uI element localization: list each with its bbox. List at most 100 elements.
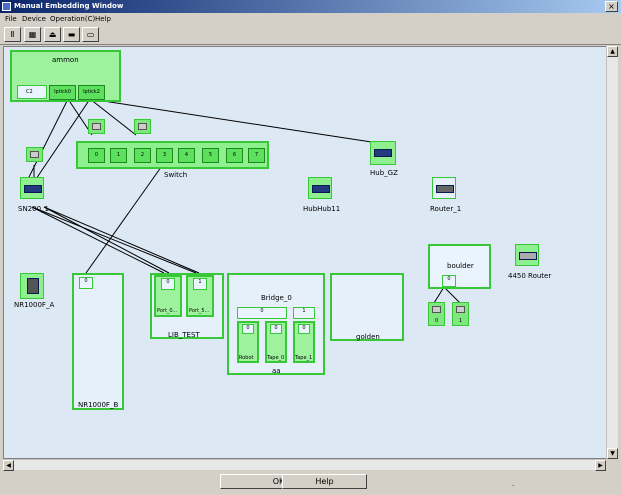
lib-test-slot-1[interactable]: 1 Port_5...: [186, 275, 214, 317]
device-icon: [92, 123, 101, 130]
status-text: .: [512, 480, 515, 488]
hub-icon[interactable]: ▭: [82, 27, 99, 42]
router-icon: [436, 185, 454, 193]
hubhub11-label: HubHub11: [303, 205, 341, 213]
grid-icon[interactable]: ▦: [24, 27, 41, 42]
lib-test-label: LIB_TEST: [168, 331, 200, 339]
port-label: C2: [26, 89, 33, 95]
switch-port-6[interactable]: 6: [226, 148, 243, 163]
boulder-child-0[interactable]: 0: [428, 302, 445, 326]
lib-test-port-1[interactable]: 1: [193, 278, 207, 290]
aa-port-tape1[interactable]: 0: [298, 324, 310, 334]
ammon-port-iptick2[interactable]: Iptick2: [78, 85, 105, 100]
lib-test-slot-0[interactable]: 0 Port_0...: [154, 275, 182, 317]
node-ammon[interactable]: ammon C2 Iptick0 Iptick2: [10, 50, 121, 102]
node-nr1000f-b[interactable]: 0 NR1000F_B: [72, 273, 124, 410]
scroll-left-icon[interactable]: ◀: [3, 460, 14, 471]
menu-file[interactable]: File: [5, 15, 17, 23]
vertical-scrollbar[interactable]: ▲ ▼: [606, 46, 618, 459]
aa-port-robot[interactable]: 0: [242, 324, 254, 334]
router-icon: [519, 252, 537, 260]
embedding-canvas[interactable]: ammon C2 Iptick0 Iptick2 0 1 2 3 4 5 6 7…: [3, 46, 614, 459]
eject-icon[interactable]: ⏏: [44, 27, 61, 42]
app-icon: [2, 2, 11, 11]
help-button[interactable]: Help: [282, 474, 367, 489]
menu-device[interactable]: Device: [22, 15, 46, 23]
node-sn200[interactable]: [20, 177, 44, 199]
switch-port-0[interactable]: 0: [88, 148, 105, 163]
switch-port-3[interactable]: 3: [156, 148, 173, 163]
lib-test-port-0[interactable]: 0: [161, 278, 175, 290]
menu-help[interactable]: Help: [95, 15, 111, 23]
hub-icon: [374, 149, 392, 157]
close-button[interactable]: ×: [605, 1, 618, 12]
switch-port-5[interactable]: 5: [202, 148, 219, 163]
window-title: Manual Embedding Window: [14, 2, 124, 10]
switch-icon: [24, 185, 42, 193]
router4450-label: 4450 Router: [508, 272, 552, 280]
horizontal-scrollbar[interactable]: ◀ ▶: [3, 459, 606, 471]
nr1000f-b-label: NR1000F_B: [78, 401, 119, 409]
nr1000f-b-port-0[interactable]: 0: [79, 277, 93, 289]
nr1000f-a-label: NR1000F_A: [14, 301, 55, 309]
device-icon[interactable]: ▬: [63, 27, 80, 42]
hub-icon: [312, 185, 330, 193]
bridge-port-0[interactable]: 0: [237, 307, 287, 319]
node-lib-test[interactable]: 0 Port_0... 1 Port_5... LIB_TEST: [150, 273, 224, 339]
switch-port-4[interactable]: 4: [178, 148, 195, 163]
port-label: 1: [459, 318, 463, 324]
aa-device-tape0: Tape_0: [267, 355, 285, 361]
device-icon: [456, 306, 465, 313]
node-small-b[interactable]: [134, 119, 151, 134]
menu-operation[interactable]: Operation(C): [50, 15, 96, 23]
connection-lines: [27, 98, 461, 304]
port-label: Iptick2: [83, 89, 100, 95]
scroll-up-icon[interactable]: ▲: [607, 46, 618, 57]
node-small-c[interactable]: [26, 147, 43, 162]
node-boulder[interactable]: boulder 0: [428, 244, 491, 289]
device-icon: [432, 306, 441, 313]
ammon-port-c2[interactable]: C2: [17, 85, 47, 99]
switch-port-7[interactable]: 7: [248, 148, 265, 163]
boulder-port-0[interactable]: 0: [442, 275, 456, 287]
boulder-child-1[interactable]: 1: [452, 302, 469, 326]
bridge-label: Bridge_0: [261, 294, 292, 302]
bridge-port-1[interactable]: 1: [293, 307, 315, 319]
golden-label: golden: [356, 333, 380, 341]
pause-icon[interactable]: Ⅱ: [4, 27, 21, 42]
aa-device-robot: Robot: [239, 355, 254, 361]
router-1-label: Router_1: [430, 205, 462, 213]
port-label: Iptick0: [54, 89, 71, 95]
switch-port-2[interactable]: 2: [134, 148, 151, 163]
switch-label: Switch: [164, 171, 188, 179]
aa-port-tape0[interactable]: 0: [270, 324, 282, 334]
node-hubhub11[interactable]: [308, 177, 332, 199]
device-icon: [30, 151, 39, 158]
title-bar: Manual Embedding Window: [0, 0, 621, 13]
node-router-1[interactable]: [432, 177, 456, 199]
node-switch[interactable]: 0 1 2 3 4 5 6 7: [76, 141, 269, 169]
scroll-right-icon[interactable]: ▶: [595, 460, 606, 471]
node-nr1000f-a[interactable]: [20, 273, 44, 299]
server-icon: [27, 278, 39, 294]
ammon-port-iptick0[interactable]: Iptick0: [49, 85, 76, 100]
sn200-label: SN200_1: [18, 205, 49, 213]
node-small-a[interactable]: [88, 119, 105, 134]
boulder-label: boulder: [447, 262, 474, 270]
lib-test-device-1: Port_5...: [189, 308, 210, 314]
node-golden[interactable]: golden: [330, 273, 404, 341]
switch-port-1[interactable]: 1: [110, 148, 127, 163]
ammon-label: ammon: [52, 56, 79, 64]
node-4450-router[interactable]: [515, 244, 539, 266]
lib-test-device-0: Port_0...: [157, 308, 178, 314]
device-icon: [138, 123, 147, 130]
hub-gz-label: Hub_GZ: [370, 169, 398, 177]
toolbar: Ⅱ ▦ ⏏ ▬ ▭: [0, 25, 621, 45]
scroll-down-icon[interactable]: ▼: [607, 448, 618, 459]
aa-label: aa: [272, 367, 281, 375]
node-hub-gz[interactable]: [370, 141, 396, 165]
